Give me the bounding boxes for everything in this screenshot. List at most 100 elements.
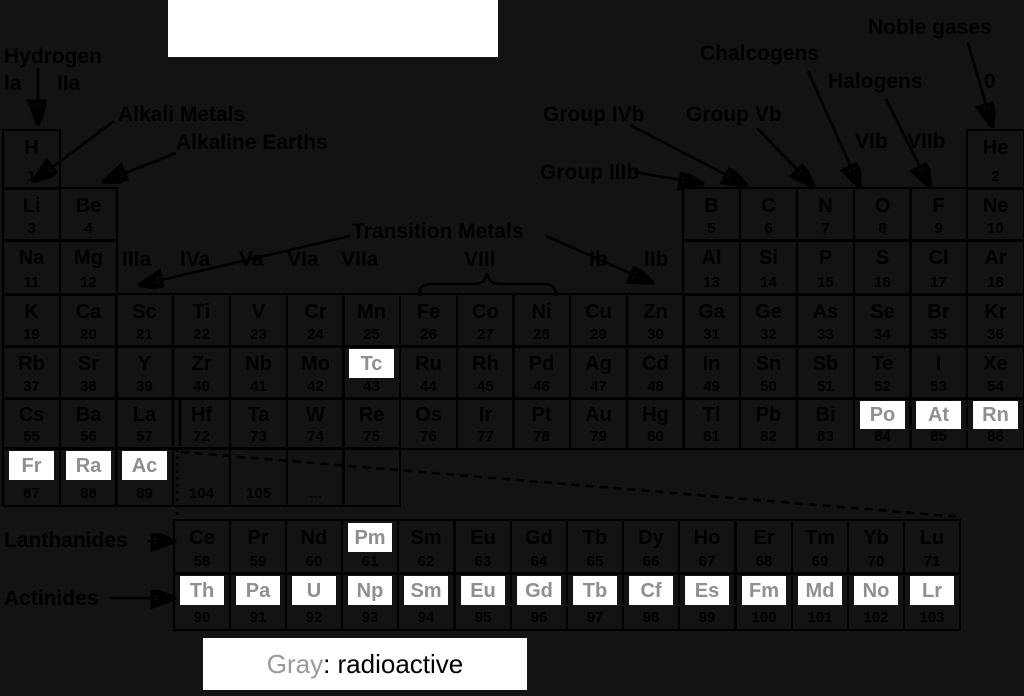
atomic-number: 50 <box>760 378 777 395</box>
element-symbol: Nd <box>300 526 328 549</box>
element-symbol: W <box>306 404 325 426</box>
element-symbol: Co <box>472 300 499 323</box>
label-hydrogen: Hydrogen <box>4 45 103 68</box>
atomic-number: 27 <box>477 326 494 343</box>
element-symbol <box>244 451 274 480</box>
element-symbol: F <box>932 194 945 217</box>
atomic-number: 30 <box>647 326 664 343</box>
atomic-number: 23 <box>250 326 267 343</box>
element-cell-Ba: Ba 56 <box>59 397 118 450</box>
element-symbol: No <box>854 576 898 605</box>
element-symbol: Pt <box>531 404 552 426</box>
element-symbol: Mo <box>301 352 330 375</box>
atomic-number: 42 <box>307 378 324 395</box>
atomic-number: 79 <box>590 428 607 445</box>
arrow-alkaline-earths <box>108 151 177 180</box>
element-symbol: Al <box>701 246 722 269</box>
element-symbol: Ce <box>189 526 215 549</box>
element-symbol: Sm <box>410 526 442 549</box>
title-box <box>168 0 498 57</box>
atomic-number: 32 <box>760 326 777 343</box>
element-symbol: Lr <box>910 576 954 605</box>
element-symbol: Po <box>860 401 905 429</box>
atomic-number: 75 <box>363 428 380 445</box>
atomic-number: 105 <box>245 485 272 502</box>
element-symbol: Es <box>685 576 729 605</box>
element-symbol: At <box>916 401 961 429</box>
atomic-number: 40 <box>193 378 210 395</box>
element-cell-Co: Co 27 <box>456 293 515 348</box>
element-symbol: Na <box>18 246 45 269</box>
element-symbol: Np <box>348 576 392 605</box>
atomic-number: 11 <box>23 274 40 291</box>
element-symbol: Sn <box>755 352 782 375</box>
element-symbol: Hf <box>190 404 213 426</box>
atomic-number: 88 <box>80 485 97 502</box>
atomic-number: 4 <box>84 220 93 237</box>
label-group-vb: Group Vb <box>686 103 782 126</box>
element-symbol: S <box>875 246 890 269</box>
element-symbol: U <box>292 576 336 605</box>
element-symbol <box>187 451 217 480</box>
atomic-number: 28 <box>533 326 550 343</box>
cell-104: 104 <box>172 447 231 507</box>
atomic-number: 5 <box>707 220 716 237</box>
element-symbol: Ti <box>192 300 211 323</box>
atomic-number: 21 <box>136 326 153 343</box>
element-symbol: Pm <box>348 523 392 552</box>
label-lanthanides: Lanthanides <box>4 529 128 552</box>
label-group-iiib: Group IIIb <box>540 161 640 184</box>
atomic-number: 90 <box>193 609 211 626</box>
atomic-number: 69 <box>811 553 829 570</box>
atomic-number: 48 <box>647 378 664 395</box>
element-symbol: Te <box>871 352 894 375</box>
atomic-number: 13 <box>703 274 720 291</box>
label-group-ib: Ib <box>589 248 608 271</box>
atomic-number: 12 <box>80 274 97 291</box>
atomic-number: 47 <box>590 378 607 395</box>
element-symbol: As <box>812 300 839 323</box>
element-symbol: Ba <box>75 404 102 426</box>
atomic-number: 6 <box>764 220 773 237</box>
atomic-number: 39 <box>136 378 153 395</box>
label-group-zero: 0 <box>984 70 996 93</box>
atomic-number: 86 <box>987 428 1004 445</box>
atomic-number: 10 <box>987 220 1004 237</box>
element-symbol: Er <box>753 526 775 549</box>
element-symbol: Tc <box>349 349 394 378</box>
atomic-number: 17 <box>930 274 947 291</box>
element-symbol: Cs <box>18 404 45 426</box>
atomic-number: 56 <box>80 428 97 445</box>
element-symbol: N <box>818 194 833 217</box>
element-symbol: H <box>24 136 39 159</box>
element-symbol: Ir <box>478 404 493 426</box>
